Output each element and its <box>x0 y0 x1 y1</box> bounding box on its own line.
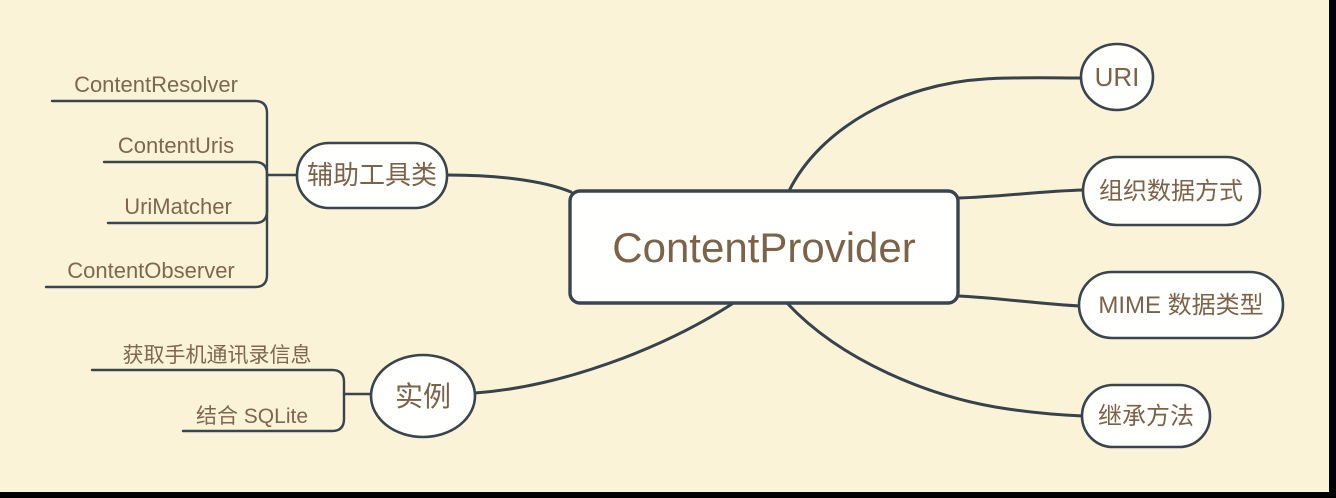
node-contenturis[interactable]: ContentUris <box>118 133 234 158</box>
node-contentresolver[interactable]: ContentResolver <box>74 72 238 97</box>
node-contentobserver-label: ContentObserver <box>67 258 235 283</box>
edge-example-sqlite <box>181 392 346 433</box>
edge-helper-contentresolver <box>50 99 269 177</box>
node-example[interactable]: 实例 <box>369 353 477 439</box>
node-mime-type[interactable]: MIME 数据类型 <box>1077 270 1285 340</box>
node-sqlite-label: 结合 SQLite <box>196 405 308 428</box>
node-helper-tools-label: 辅助工具类 <box>307 160 437 190</box>
node-example-label: 实例 <box>395 381 451 412</box>
node-contentresolver-label: ContentResolver <box>74 72 238 97</box>
node-inherit-methods-shape <box>1080 383 1212 449</box>
node-data-organization-label: 组织数据方式 <box>1099 178 1243 205</box>
node-data-organization-shape <box>1081 155 1262 227</box>
node-sqlite[interactable]: 结合 SQLite <box>196 405 308 428</box>
node-helper-tools-shape <box>295 141 449 210</box>
edge-root-helper-tools <box>445 173 573 194</box>
node-root-label: ContentProvider <box>612 224 916 271</box>
edge-root-example <box>473 302 734 395</box>
node-get-contacts[interactable]: 获取手机通讯录信息 <box>123 344 312 367</box>
bottom-edge-bar <box>0 492 1336 498</box>
node-example-shape <box>369 353 477 439</box>
node-uri-shape <box>1079 42 1155 112</box>
edge-root-uri <box>787 76 1085 193</box>
node-root[interactable]: ContentProvider <box>568 189 960 305</box>
edge-root-inherit-methods <box>785 301 1085 418</box>
node-contenturis-label: ContentUris <box>118 133 234 158</box>
node-helper-tools[interactable]: 辅助工具类 <box>295 141 449 210</box>
node-inherit-methods-label: 继承方法 <box>1098 403 1194 430</box>
node-urimatcher-label: UriMatcher <box>124 194 232 219</box>
node-urimatcher[interactable]: UriMatcher <box>124 194 232 219</box>
node-data-organization[interactable]: 组织数据方式 <box>1081 155 1262 227</box>
edge-example-contacts <box>90 368 346 396</box>
node-uri-label: URI <box>1095 62 1140 92</box>
node-get-contacts-label: 获取手机通讯录信息 <box>123 344 312 367</box>
node-mime-type-shape <box>1077 270 1285 340</box>
node-mime-type-label: MIME 数据类型 <box>1098 292 1263 319</box>
node-inherit-methods[interactable]: 继承方法 <box>1080 383 1212 449</box>
edge-root-data-organization <box>956 188 1086 200</box>
edge-root-mime-type <box>956 294 1082 308</box>
edge-helper-contentobserver <box>44 173 269 289</box>
right-edge-bar <box>1329 0 1336 498</box>
node-contentobserver[interactable]: ContentObserver <box>67 258 235 283</box>
node-root-shape <box>568 189 960 305</box>
node-uri[interactable]: URI <box>1079 42 1155 112</box>
